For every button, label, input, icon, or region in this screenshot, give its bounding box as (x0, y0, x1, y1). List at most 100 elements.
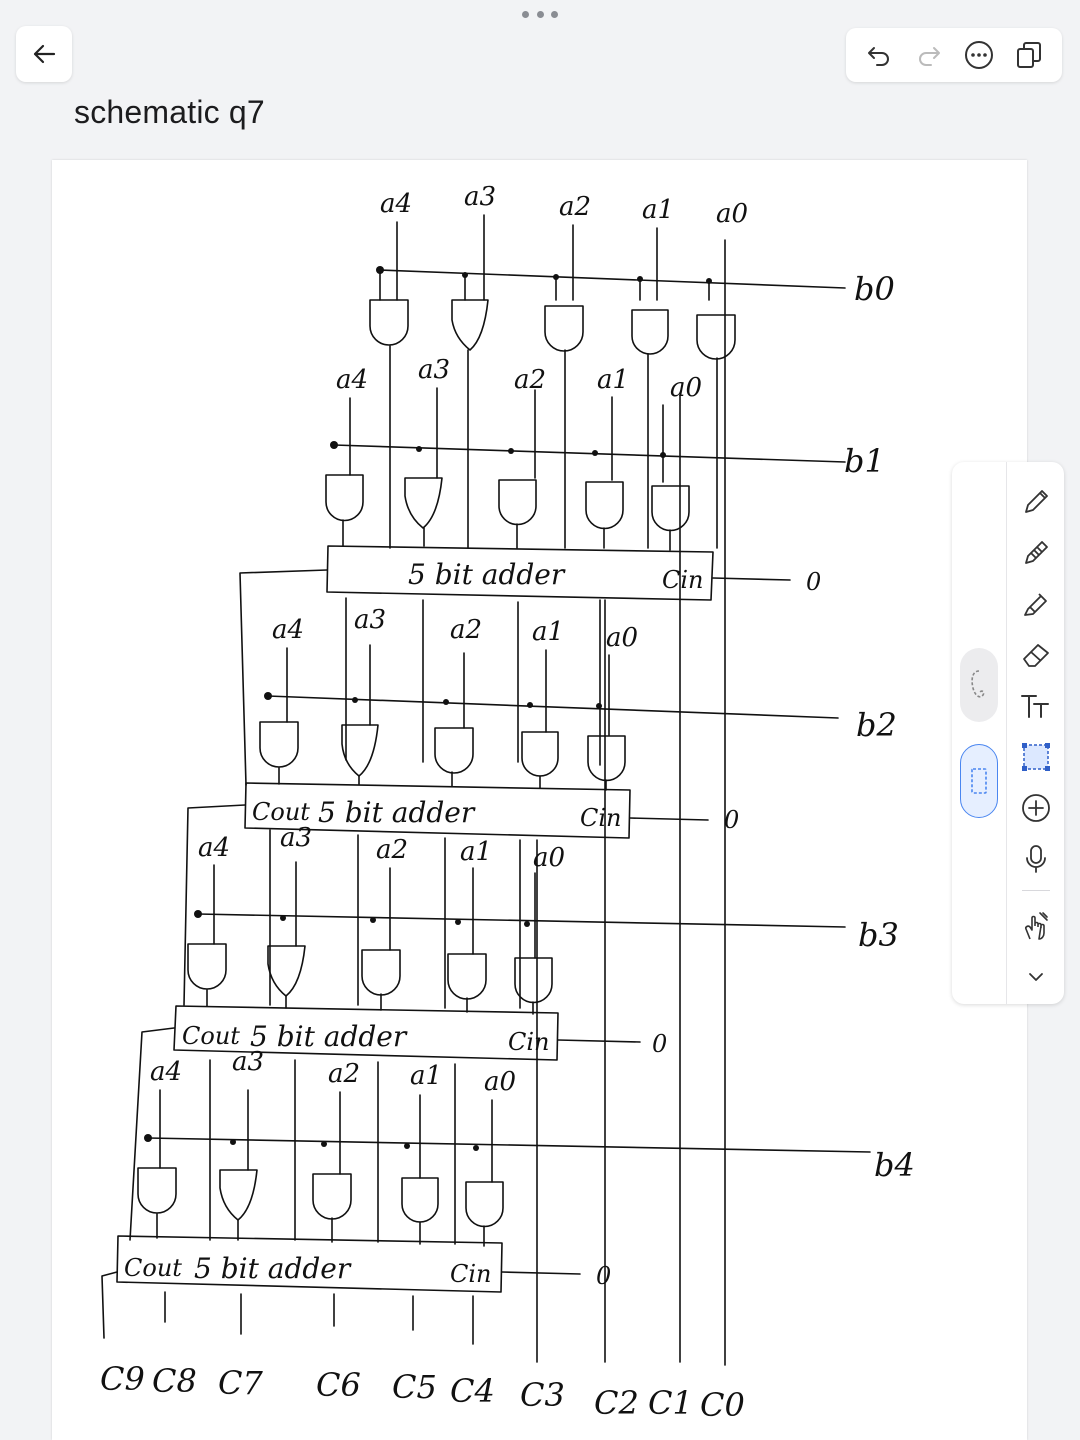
pages-button[interactable] (1009, 35, 1049, 75)
lasso-icon (971, 670, 985, 698)
shape-select-icon (1022, 743, 1050, 771)
add-tool[interactable] (1016, 788, 1056, 828)
and-gate (631, 309, 669, 355)
b3-line (197, 913, 846, 928)
highlighter-tool[interactable] (1016, 584, 1056, 624)
and-gate (651, 485, 690, 532)
b4-line (147, 1137, 871, 1153)
expand-tools-button[interactable] (1016, 957, 1056, 997)
and-gate (434, 727, 474, 774)
adder-1-label: 5 bit adder (408, 558, 566, 591)
adder-4-cout: Cout (124, 1254, 182, 1282)
arrow-left-icon (33, 44, 56, 64)
note-page[interactable]: a4 a3 a2 a1 a0 a4 a3 a2 a1 a0 a4 a3 a2 a… (52, 160, 1027, 1440)
label-a0: a0 (484, 1067, 516, 1097)
and-gate (587, 735, 626, 782)
touch-draw-tool[interactable] (1016, 906, 1056, 946)
more-button[interactable] (959, 35, 999, 75)
label-a4: a4 (198, 833, 230, 863)
window-drag-handle[interactable] (522, 8, 558, 20)
and-gate (369, 299, 409, 346)
and-gate (312, 1173, 352, 1220)
label-b3: b3 (858, 916, 899, 954)
label-a1: a1 (532, 617, 564, 647)
and-gate (498, 479, 537, 526)
microphone-tool[interactable] (1016, 839, 1056, 879)
and-gate (451, 299, 489, 351)
output-c6: C6 (316, 1366, 361, 1404)
highlighter-icon (1024, 593, 1047, 616)
and-gate (696, 314, 736, 360)
pen-icon (1025, 490, 1048, 513)
lasso-tool[interactable] (960, 648, 998, 722)
and-gate (404, 477, 443, 529)
output-c9: C9 (100, 1360, 145, 1398)
adder-1-cin: Cin (662, 566, 704, 594)
and-gate (585, 481, 624, 530)
adder-3-cin: Cin (508, 1028, 550, 1056)
label-b4: b4 (874, 1146, 915, 1184)
text-tool-icon (1021, 695, 1049, 718)
label-a4: a4 (380, 189, 412, 219)
label-a3: a3 (464, 182, 496, 212)
microphone-icon (1026, 845, 1046, 873)
and-gate (465, 1181, 504, 1228)
adder-4-cin: Cin (450, 1260, 492, 1288)
tool-palette (952, 462, 1064, 1004)
and-gate (447, 953, 487, 1000)
label-a3: a3 (280, 823, 312, 853)
label-a2: a2 (376, 835, 408, 865)
label-a1: a1 (597, 365, 629, 395)
pencil-tool[interactable] (1016, 533, 1056, 573)
output-c4: C4 (450, 1372, 495, 1410)
adder-4 (116, 1235, 503, 1293)
and-gate (219, 1169, 258, 1221)
undo-icon (868, 47, 889, 66)
label-a0: a0 (606, 623, 638, 653)
adder-3 (173, 1005, 559, 1061)
output-c3: C3 (520, 1376, 565, 1414)
redo-button[interactable] (909, 35, 949, 75)
label-a4: a4 (272, 615, 304, 645)
adder-2-cout: Cout (252, 798, 310, 826)
label-a1: a1 (410, 1061, 442, 1091)
and-gate (341, 724, 379, 777)
text-tool[interactable] (1016, 686, 1056, 726)
back-button[interactable] (16, 26, 72, 82)
and-gate (325, 474, 364, 522)
and-gate (521, 731, 559, 777)
b0-line (379, 269, 846, 289)
output-c0: C0 (700, 1386, 745, 1424)
adder-3-cout: Cout (182, 1022, 240, 1050)
label-a2: a2 (514, 365, 546, 395)
adder-2-label: 5 bit adder (318, 796, 476, 829)
output-c5: C5 (392, 1368, 437, 1406)
top-toolbar (846, 28, 1062, 82)
adder-3-zero: 0 (652, 1030, 667, 1058)
selection-tool[interactable] (960, 744, 998, 818)
label-a0: a0 (670, 373, 702, 403)
adder-2-zero: 0 (724, 806, 739, 834)
output-c8: C8 (152, 1362, 197, 1400)
eraser-icon (1023, 644, 1049, 667)
label-a0: a0 (716, 199, 748, 229)
label-a3: a3 (354, 605, 386, 635)
label-b1: b1 (844, 442, 885, 480)
adder-2-cin: Cin (580, 804, 622, 832)
and-gate (361, 949, 401, 996)
shape-select-tool[interactable] (1016, 737, 1056, 777)
output-c2: C2 (594, 1384, 639, 1422)
undo-button[interactable] (859, 35, 899, 75)
adder-1-zero: 0 (806, 568, 821, 596)
adder-4-zero: 0 (596, 1262, 611, 1290)
and-gate (401, 1177, 439, 1223)
adder-4-label: 5 bit adder (194, 1252, 352, 1285)
pages-icon (1017, 42, 1041, 68)
and-gate (544, 305, 584, 352)
pen-tool[interactable] (1016, 482, 1056, 522)
label-a1: a1 (460, 837, 492, 867)
output-c1: C1 (648, 1384, 693, 1422)
eraser-tool[interactable] (1016, 635, 1056, 675)
label-a4: a4 (336, 365, 368, 395)
more-icon (965, 41, 993, 69)
